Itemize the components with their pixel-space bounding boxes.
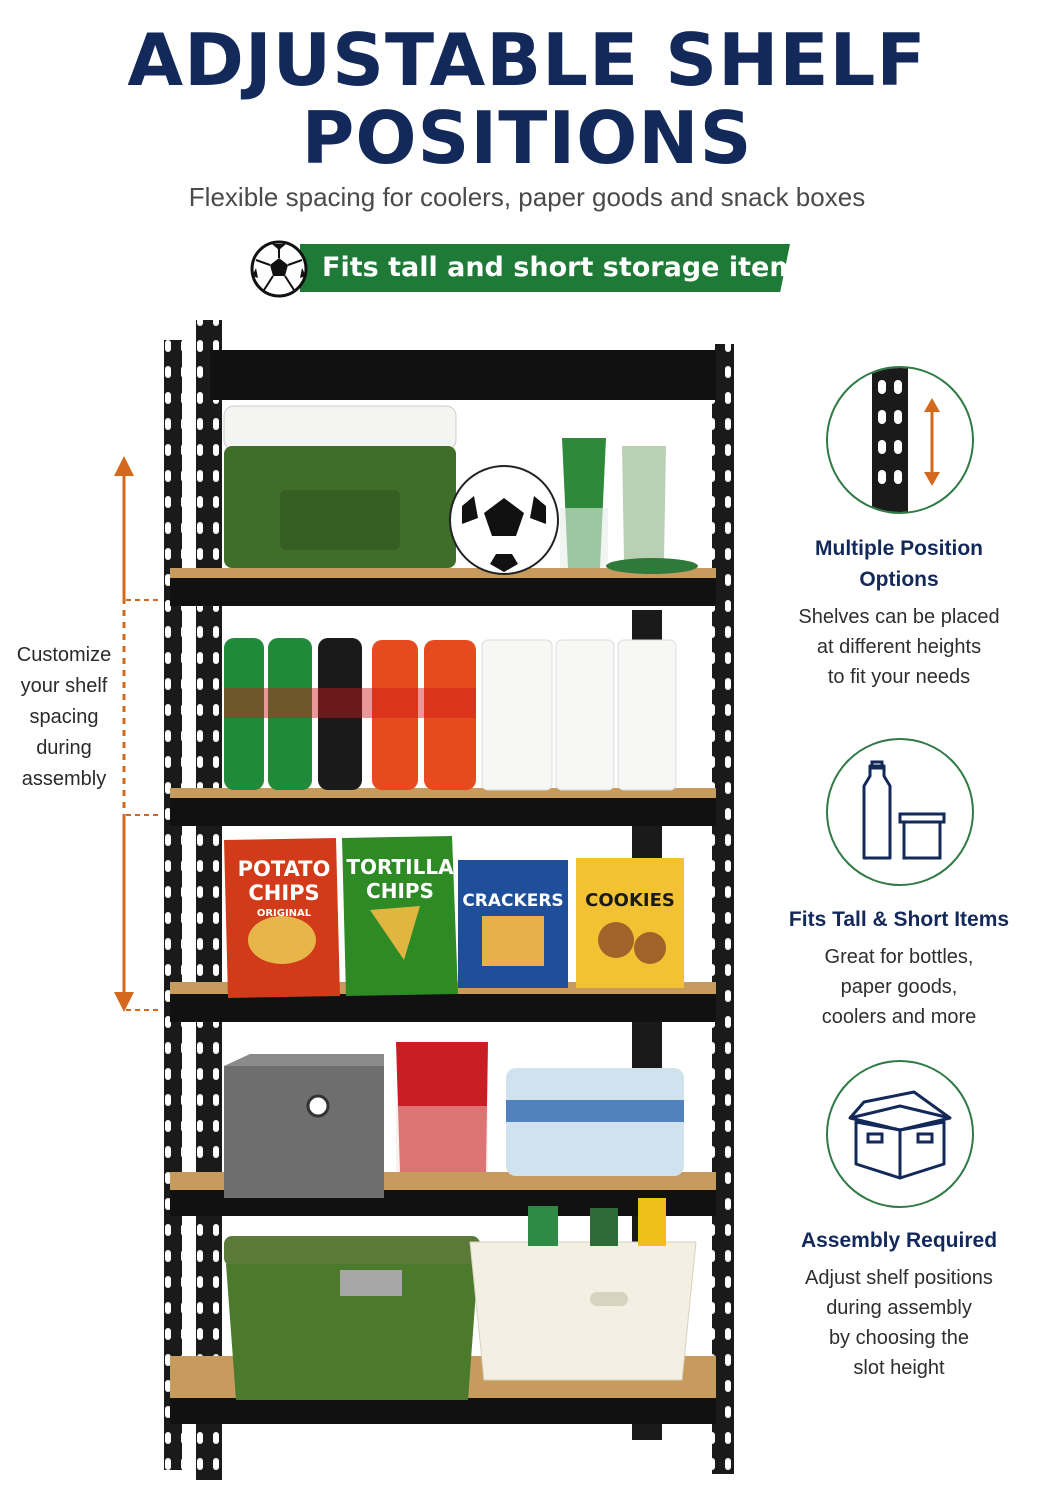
soda-bottles [224,638,476,790]
red-cups-stack [396,1042,488,1172]
left-note-line: spacing [29,706,99,728]
feature-desc-line: slot height [853,1357,945,1379]
feature-title-2: Fits Tall & Short Items [760,904,1038,935]
feature-desc-line: to fit your needs [827,666,971,688]
green-tote [224,1236,480,1400]
storage-bin-gray [224,1054,384,1198]
green-cups [560,438,608,568]
left-note-line: Customize [16,644,112,666]
feature-title-1: Multiple Position Options [760,533,1038,595]
banner-text: Fits tall and short storage items [322,252,814,283]
soccer-ball [449,465,559,575]
rear-left-upright [164,340,182,1470]
potato-chips-label-1: POTATO [238,857,331,881]
page-title-line-2: POSITIONS [301,96,753,180]
soccer-ball-icon [250,240,308,298]
tortilla-chips-label-1: TORTILLA [346,855,454,879]
feature-title-3: Assembly Required [760,1225,1038,1256]
bottle-and-container-icon [862,760,946,860]
feature-description-3: Adjust shelf positions during assembly b… [760,1263,1038,1383]
feature-desc-line: Adjust shelf positions [805,1267,993,1289]
crackers-box: CRACKERS [458,860,568,988]
potato-chips-label-2: CHIPS [248,881,319,905]
arrow-down-icon [114,992,134,1012]
tortilla-chips-bag: TORTILLA CHIPS [342,836,458,996]
water-bottles [506,1068,684,1176]
feature-desc-line: at different heights [816,636,982,658]
banner-background [300,244,790,292]
paper-towels [481,639,677,791]
page-subtitle: Flexible spacing for coolers, paper good… [188,182,866,212]
feature-icon-circle-1 [826,366,974,514]
front-right-upright [712,344,734,1474]
feature-title-line: Multiple Position [815,537,983,560]
cooler [223,405,457,568]
feature-desc-line: paper goods, [840,976,958,998]
left-note-line: during [36,737,92,759]
feature-icon-circle-2 [826,738,974,886]
feature-title-line: Options [859,568,939,591]
shelving-unit-illustration: POTATO CHIPS ORIGINAL TORTILLA CHIPS CRA… [114,320,734,1480]
page-title-line-1: ADJUSTABLE SHELF [127,18,927,102]
feature-title-line: Fits Tall & Short Items [788,908,1010,931]
tortilla-chips-label-2: CHIPS [366,879,434,903]
box-icon [848,1090,952,1180]
potato-chips-label-3: ORIGINAL [257,908,312,919]
top-shelf [210,350,716,400]
crackers-label: CRACKERS [462,891,563,911]
left-note-line: assembly [21,768,107,790]
feature-desc-line: Great for bottles, [824,946,974,968]
plastic-cups-stack [606,446,698,574]
feature-desc-line: Shelves can be placed [798,606,1000,628]
feature-desc-line: during assembly [826,1297,972,1319]
feature-description-2: Great for bottles, paper goods, coolers … [760,942,1038,1032]
cookies-label: COOKIES [585,890,675,911]
cookies-box: COOKIES [576,858,684,988]
arrow-up-icon [114,456,134,476]
feature-desc-line: coolers and more [821,1006,977,1028]
slotted-upright-arrow-icon [872,368,940,512]
front-left-upright [196,320,222,1480]
left-spacing-note: Customize your shelf spacing during asse… [6,640,122,795]
feature-desc-line: by choosing the [828,1327,970,1349]
feature-description-1: Shelves can be placed at different heigh… [760,602,1038,692]
potato-chips-bag: POTATO CHIPS ORIGINAL [224,838,340,998]
feature-icon-circle-3 [826,1060,974,1208]
white-basket [469,1198,697,1381]
feature-title-line: Assembly Required [800,1229,998,1252]
left-note-line: your shelf [20,675,108,697]
